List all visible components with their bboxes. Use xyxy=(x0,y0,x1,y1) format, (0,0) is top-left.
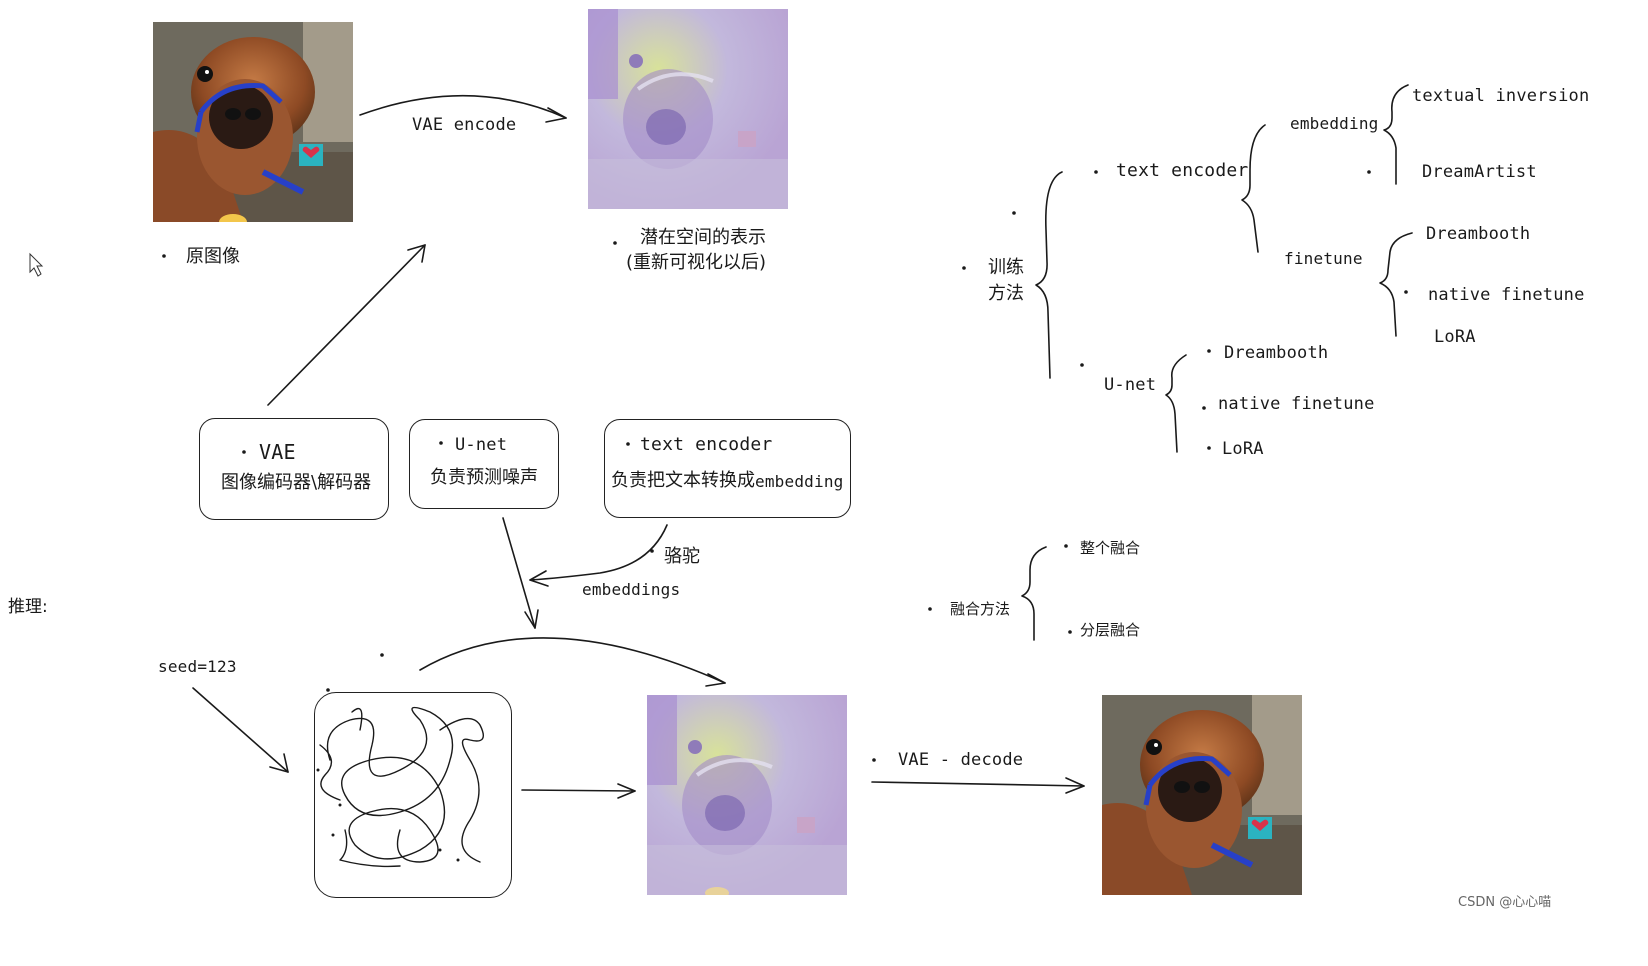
latent-caption-line2: (重新可视化以后) xyxy=(626,252,767,273)
unet-box xyxy=(409,419,559,509)
training-label-line2: 方法 xyxy=(988,283,1024,304)
bullet-dots xyxy=(162,170,1408,862)
embedding-item-textual-inversion: textual inversion xyxy=(1412,86,1590,106)
latent-generated-image xyxy=(647,695,847,895)
watermark: CSDN @心心喵 xyxy=(1458,895,1552,910)
unet-title: U-net xyxy=(455,435,508,455)
unet-desc: 负责预测噪声 xyxy=(430,467,538,488)
merge-item-layered: 分层融合 xyxy=(1080,621,1141,639)
output-image xyxy=(1102,695,1302,895)
unet-down-arrow xyxy=(502,517,536,629)
vae-box xyxy=(199,418,389,520)
text-encoder-arrow xyxy=(529,524,668,581)
unet-item-lora: LoRA xyxy=(1222,439,1264,459)
text-encoder-title: text encoder xyxy=(640,434,773,455)
original-image-caption: 原图像 xyxy=(186,246,240,267)
latent-caption-line1: 潜在空间的表示 xyxy=(640,227,766,248)
embedding-branch-label: embedding xyxy=(1290,114,1379,133)
embedding-item-dreamartist: DreamArtist xyxy=(1422,162,1537,182)
merge-label: 融合方法 xyxy=(950,600,1011,618)
finetune-item-native-finetune: native finetune xyxy=(1428,285,1585,305)
unet-item-native-finetune: native finetune xyxy=(1218,394,1375,414)
embeddings-label: embeddings xyxy=(582,580,681,599)
noise-scribble xyxy=(319,706,484,868)
merge-brace xyxy=(1021,546,1047,641)
training-label-line1: 训练 xyxy=(988,257,1024,278)
noise-to-latent-arrow xyxy=(521,789,636,792)
noise-to-latent-curve xyxy=(419,637,726,684)
finetune-item-lora: LoRA xyxy=(1434,327,1476,347)
embedding-brace xyxy=(1383,84,1409,185)
training-brace xyxy=(1035,171,1063,379)
vae-encode-arrow xyxy=(359,94,567,119)
latent-image xyxy=(588,9,788,209)
unet-item-dreambooth: Dreambooth xyxy=(1224,343,1329,363)
original-image xyxy=(153,22,353,222)
seed-label: seed=123 xyxy=(158,657,237,676)
finetune-branch-label: finetune xyxy=(1284,249,1363,268)
vae-title: VAE xyxy=(259,440,296,464)
vae-desc: 图像编码器\解码器 xyxy=(221,472,372,493)
finetune-item-dreambooth: Dreambooth xyxy=(1426,224,1531,244)
text-encoder-brace xyxy=(1241,124,1266,253)
merge-item-whole: 整个融合 xyxy=(1080,539,1141,557)
cursor-icon xyxy=(29,252,44,277)
unet-branch-label: U-net xyxy=(1104,375,1157,395)
finetune-brace xyxy=(1379,232,1413,337)
text-encoder-branch-label: text encoder xyxy=(1116,160,1249,181)
text-encoder-desc-cn: 负责把文本转换成 xyxy=(611,470,755,491)
vae-to-latent-arrow xyxy=(267,244,426,406)
inference-label: 推理: xyxy=(8,597,48,617)
text-encoder-box xyxy=(604,419,851,518)
vae-decode-label: VAE - decode xyxy=(898,750,1024,770)
vae-encode-label: VAE encode xyxy=(412,115,517,135)
vae-decode-arrow xyxy=(871,781,1085,787)
seed-arrow xyxy=(192,687,289,773)
prompt-word: 骆驼 xyxy=(664,546,700,567)
unet-brace xyxy=(1165,354,1187,453)
text-encoder-desc-en: embedding xyxy=(755,472,844,491)
